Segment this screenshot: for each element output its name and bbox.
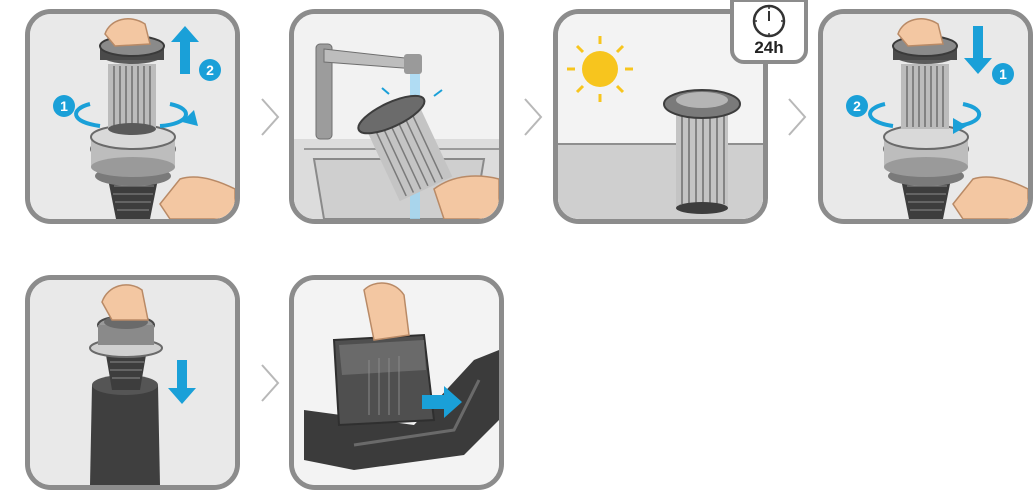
step-panel-remove-filter: 1 2 (25, 9, 240, 224)
filter-removal-illustration: 1 2 (30, 14, 235, 219)
step-separator-chevron (258, 97, 282, 137)
step-panel-attach-container (289, 275, 504, 490)
svg-text:1: 1 (60, 98, 68, 114)
attach-container-to-handle-illustration (294, 280, 499, 485)
svg-text:2: 2 (206, 62, 214, 78)
insert-filter-into-container-illustration (30, 280, 235, 485)
step-panel-insert-filter-unit (25, 275, 240, 490)
rinse-under-tap-illustration (294, 14, 499, 219)
step-panel-refit-filter: 1 2 (818, 9, 1033, 224)
step-separator-chevron (785, 97, 809, 137)
step-panel-rinse-filter (289, 9, 504, 224)
step-separator-chevron (521, 97, 545, 137)
step-separator-chevron (258, 363, 282, 403)
filter-refit-illustration: 1 2 (823, 14, 1028, 219)
svg-text:1: 1 (999, 66, 1007, 82)
svg-text:2: 2 (853, 98, 861, 114)
timer-duration-label: 24h (734, 38, 804, 58)
timer-badge: 24h (730, 0, 808, 64)
